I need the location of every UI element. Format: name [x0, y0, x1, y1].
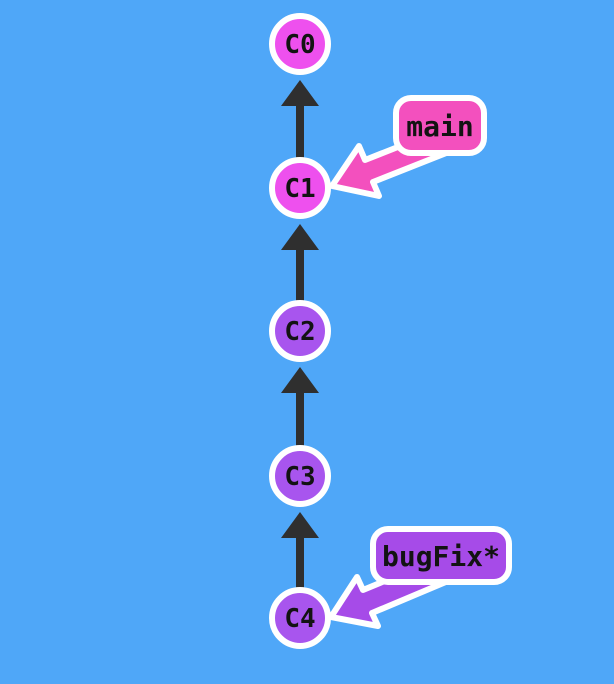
- branch-label-bugfix: bugFix*: [370, 526, 512, 585]
- branch-label-bugfix-text: bugFix*: [382, 540, 500, 573]
- commit-node-c2: C2: [269, 300, 331, 362]
- commit-label: C2: [284, 317, 315, 347]
- commit-node-c1: C1: [269, 157, 331, 219]
- commit-node-c3: C3: [269, 445, 331, 507]
- edge-arrowhead-icon: [281, 80, 319, 106]
- commit-label: C1: [284, 174, 315, 204]
- edge-arrowhead-icon: [281, 224, 319, 250]
- commit-node-c0: C0: [269, 13, 331, 75]
- commit-node-c4: C4: [269, 587, 331, 649]
- edge-arrow-c3-c2: [281, 367, 319, 456]
- commit-nodes: C0 C1 C2 C3 C4: [269, 13, 331, 649]
- branch-label-main-text: main: [406, 110, 473, 143]
- edge-arrow-c1-c0: [281, 80, 319, 168]
- edge-arrow-c2-c1: [281, 224, 319, 311]
- commit-label: C3: [284, 462, 315, 492]
- commit-label: C4: [284, 604, 315, 634]
- commit-label: C0: [284, 30, 315, 60]
- edge-arrowhead-icon: [281, 512, 319, 538]
- branch-label-main: main: [393, 95, 487, 156]
- edge-arrowhead-icon: [281, 367, 319, 393]
